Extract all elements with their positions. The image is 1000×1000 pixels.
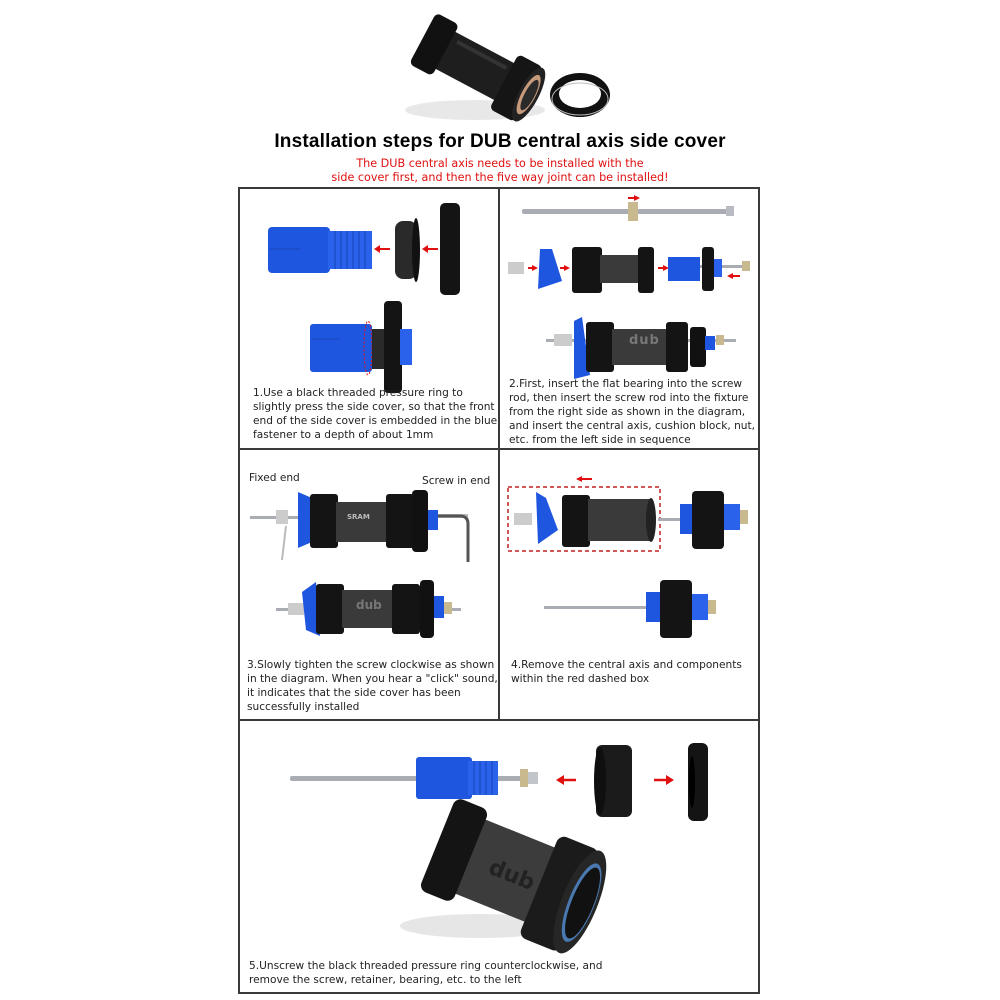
step-5-caption: 5.Unscrew the black threaded pressure ri… (249, 960, 603, 986)
dub-mark-step-3: dub (356, 598, 382, 612)
step-2-caption: 2.First, insert the flat bearing into th… (509, 378, 756, 446)
page-title: Installation steps for DUB central axis … (274, 131, 726, 152)
fixed-end-label: Fixed end (249, 472, 300, 484)
screw-in-end-label: Screw in end (422, 475, 491, 487)
step-1-caption: 1.Use a black threaded pressure ring to … (253, 387, 498, 441)
warning-note-line-1: The DUB central axis needs to be install… (356, 157, 644, 170)
step-4-panel: 4.Remove the central axis and components… (498, 448, 760, 721)
bottom-bracket-and-side-cover-illustration (405, 14, 610, 122)
step-3-caption: 3.Slowly tighten the screw clockwise as … (247, 659, 498, 713)
step-5-diagram (290, 743, 708, 954)
step-1-diagram (268, 203, 460, 393)
hero-product-image (390, 0, 620, 130)
step-1-panel: 1.Use a black threaded pressure ring to … (238, 187, 500, 450)
step-4-caption: 4.Remove the central axis and components… (511, 659, 742, 685)
step-2-diagram (508, 195, 750, 379)
warning-note: The DUB central axis needs to be install… (0, 157, 1000, 185)
step-3-diagram (250, 490, 470, 638)
sram-mark: SRAM (347, 513, 370, 521)
step-3-panel: Fixed end Screw in end SRAM dub 3.Slowly… (238, 448, 500, 721)
step-2-panel: dub 2.First, insert the flat bearing int… (498, 187, 760, 450)
warning-note-line-2: side cover first, and then the five way … (331, 171, 669, 184)
step-4-diagram (507, 476, 748, 638)
dub-mark-step-2: dub (629, 333, 660, 348)
step-5-panel: dub 5.Unscrew the black threaded pressur… (238, 719, 760, 994)
